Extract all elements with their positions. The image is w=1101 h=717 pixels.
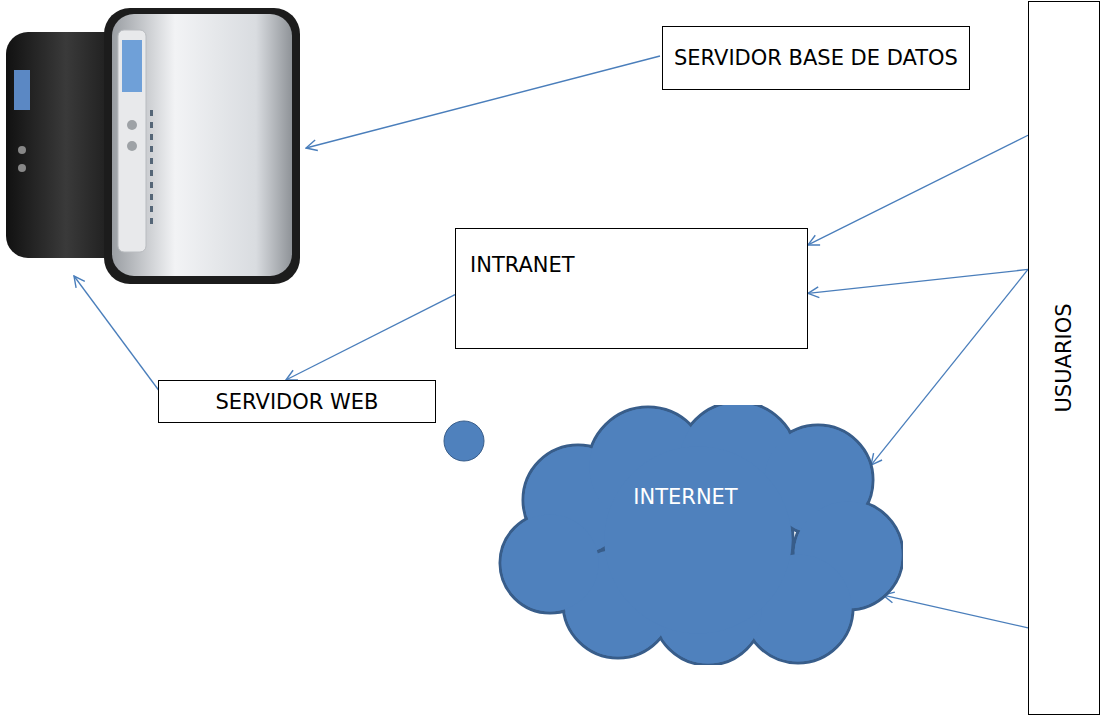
led <box>150 206 153 212</box>
connector-arrow <box>808 135 1028 245</box>
cloud-fill <box>502 515 599 612</box>
node-label: INTRANET <box>470 253 575 277</box>
server-button <box>127 141 137 151</box>
connector-arrow <box>871 269 1028 465</box>
led <box>150 122 153 128</box>
server-button <box>127 120 137 130</box>
network-cloud: INTERNET <box>488 405 903 665</box>
led <box>150 158 153 164</box>
led <box>150 182 153 188</box>
cloud-shape <box>488 405 903 665</box>
label-box: SERVIDOR WEB <box>158 380 436 423</box>
led <box>150 218 153 224</box>
led <box>150 110 153 116</box>
server-panel <box>118 30 146 252</box>
server-leds <box>150 110 153 224</box>
actor-band: USUARIOS <box>1028 1 1100 715</box>
cloud-fill <box>605 447 792 634</box>
silver-server-frame <box>104 8 300 284</box>
server-screen <box>122 40 142 92</box>
label-box: SERVIDOR BASE DE DATOS <box>662 26 970 90</box>
node-label: INTERNET <box>633 485 737 509</box>
connector-arrow <box>883 595 1028 628</box>
led <box>150 146 153 152</box>
node-label: USUARIOS <box>1052 303 1076 412</box>
server-screen <box>14 70 30 110</box>
connector-arrow <box>808 269 1028 293</box>
node-label: SERVIDOR BASE DE DATOS <box>674 46 958 70</box>
server-button <box>18 164 26 172</box>
silver-server <box>112 14 292 276</box>
leader-arrow <box>74 276 160 392</box>
server-button <box>18 146 26 154</box>
led <box>150 134 153 140</box>
bubble <box>444 421 484 461</box>
leader-arrow <box>306 56 660 148</box>
led <box>150 194 153 200</box>
node-label: SERVIDOR WEB <box>215 390 378 414</box>
server-units <box>6 8 300 284</box>
led <box>150 170 153 176</box>
connector-arrow <box>286 295 455 380</box>
network-box: INTRANET <box>455 228 808 349</box>
